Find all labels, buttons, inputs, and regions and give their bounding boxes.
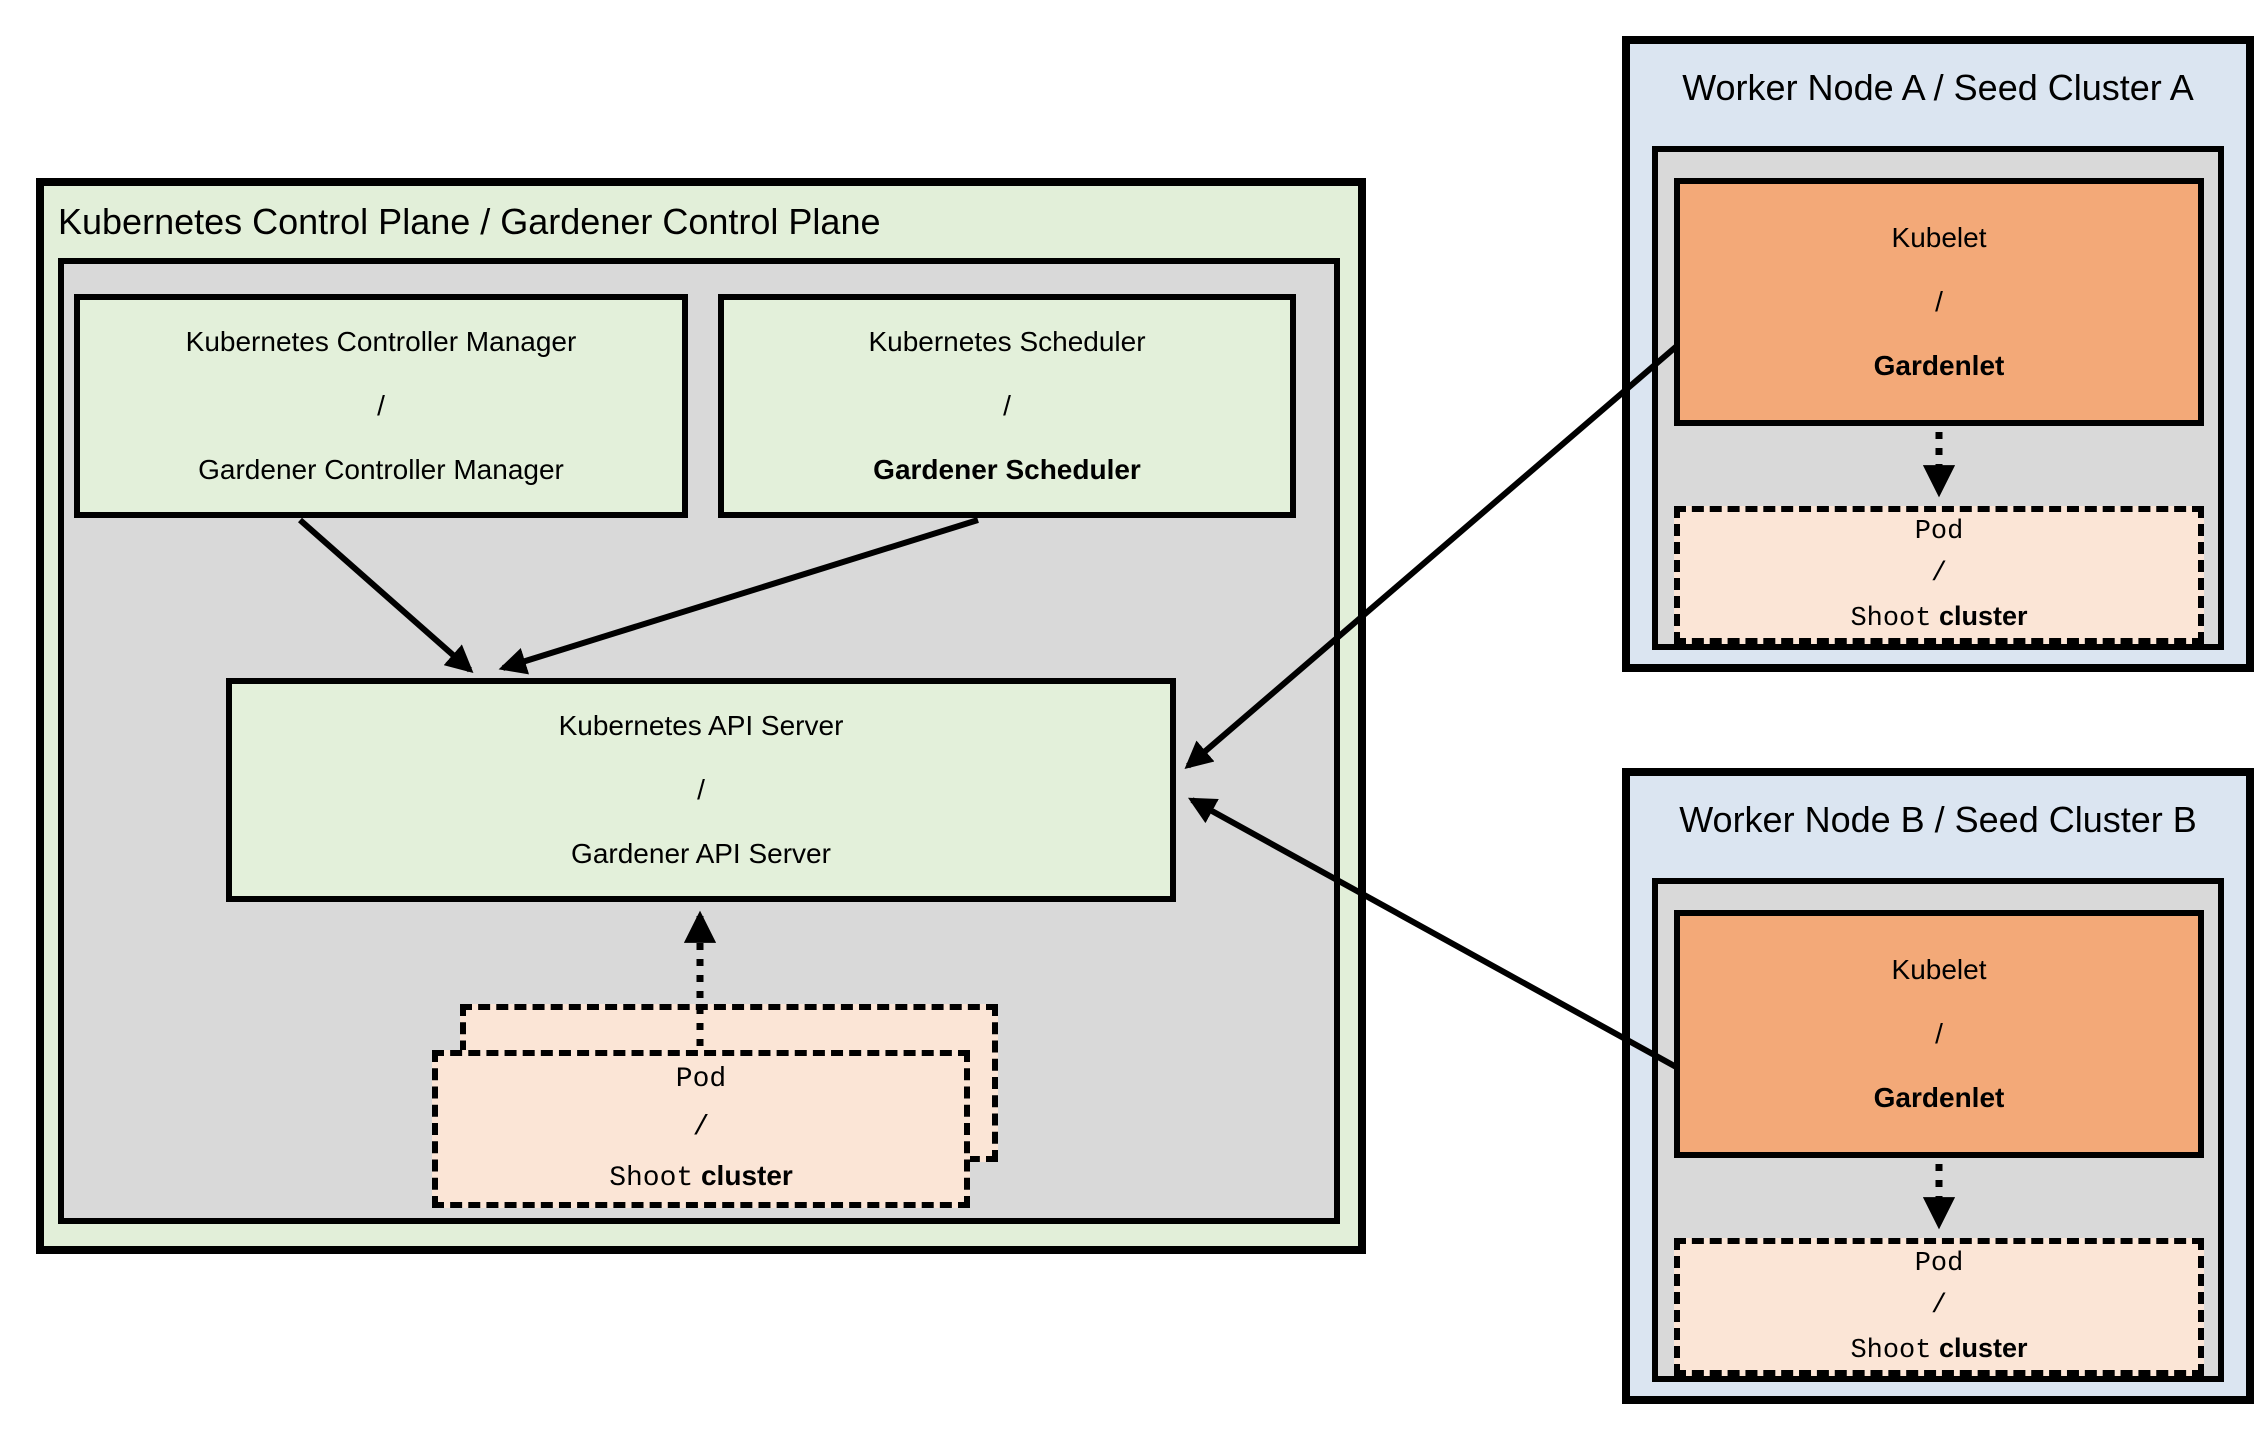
pod-separator-b: /	[1930, 1290, 1948, 1321]
pod-shoot-cluster-box-worker-a: Pod / Shoot cluster	[1674, 506, 2204, 644]
kubelet-line-b: Kubelet	[1891, 954, 1987, 985]
worker-node-a-title: Worker Node A / Seed Cluster A	[1682, 67, 2194, 108]
cluster-word-a: cluster	[1938, 600, 2028, 631]
kubelet-line-a: Kubelet	[1891, 222, 1987, 253]
pod-line: Pod	[675, 1063, 727, 1095]
controller-manager-line-2: Gardener Controller Manager	[198, 454, 564, 485]
api-server-box: Kubernetes API Server / Gardener API Ser…	[226, 678, 1176, 902]
kubelet-separator-a: /	[1935, 286, 1943, 317]
api-server-line-1: Kubernetes API Server	[558, 710, 844, 741]
pod-line-b: Pod	[1914, 1248, 1964, 1279]
gardenlet-line-a: Gardenlet	[1873, 350, 2005, 381]
shoot-word: Shoot	[609, 1162, 694, 1194]
api-server-line-2: Gardener API Server	[571, 838, 831, 869]
scheduler-separator: /	[1003, 390, 1011, 421]
worker-node-b-title: Worker Node B / Seed Cluster B	[1679, 799, 2197, 840]
scheduler-line-1: Kubernetes Scheduler	[868, 326, 1146, 357]
scheduler-box: Kubernetes Scheduler / Gardener Schedule…	[718, 294, 1296, 518]
pod-shoot-cluster-box-worker-b: Pod / Shoot cluster	[1674, 1238, 2204, 1376]
kubelet-gardenlet-box-worker-b: Kubelet / Gardenlet	[1674, 910, 2204, 1158]
pod-separator: /	[692, 1111, 710, 1143]
gardenlet-line-b: Gardenlet	[1873, 1082, 2005, 1113]
shoot-cluster-line: Shoot cluster	[609, 1152, 793, 1203]
controller-manager-box: Kubernetes Controller Manager / Gardener…	[74, 294, 688, 518]
control-plane-title: Kubernetes Control Plane / Gardener Cont…	[58, 201, 881, 242]
scheduler-line-2: Gardener Scheduler	[873, 454, 1141, 485]
cluster-word-b: cluster	[1938, 1332, 2028, 1363]
pod-line-a: Pod	[1914, 516, 1964, 547]
shoot-cluster-line-a: Shoot cluster	[1850, 595, 2027, 640]
shoot-word-a: Shoot	[1850, 603, 1932, 634]
shoot-word-b: Shoot	[1850, 1335, 1932, 1366]
api-server-separator: /	[697, 774, 705, 805]
kubelet-separator-b: /	[1935, 1018, 1943, 1049]
pod-separator-a: /	[1930, 558, 1948, 589]
controller-manager-line-1: Kubernetes Controller Manager	[185, 326, 577, 357]
pod-shoot-cluster-box-control-plane: Pod / Shoot cluster	[432, 1050, 970, 1208]
shoot-cluster-line-b: Shoot cluster	[1850, 1327, 2027, 1372]
controller-manager-separator: /	[377, 390, 385, 421]
kubelet-gardenlet-box-worker-a: Kubelet / Gardenlet	[1674, 178, 2204, 426]
cluster-word: cluster	[700, 1159, 793, 1191]
